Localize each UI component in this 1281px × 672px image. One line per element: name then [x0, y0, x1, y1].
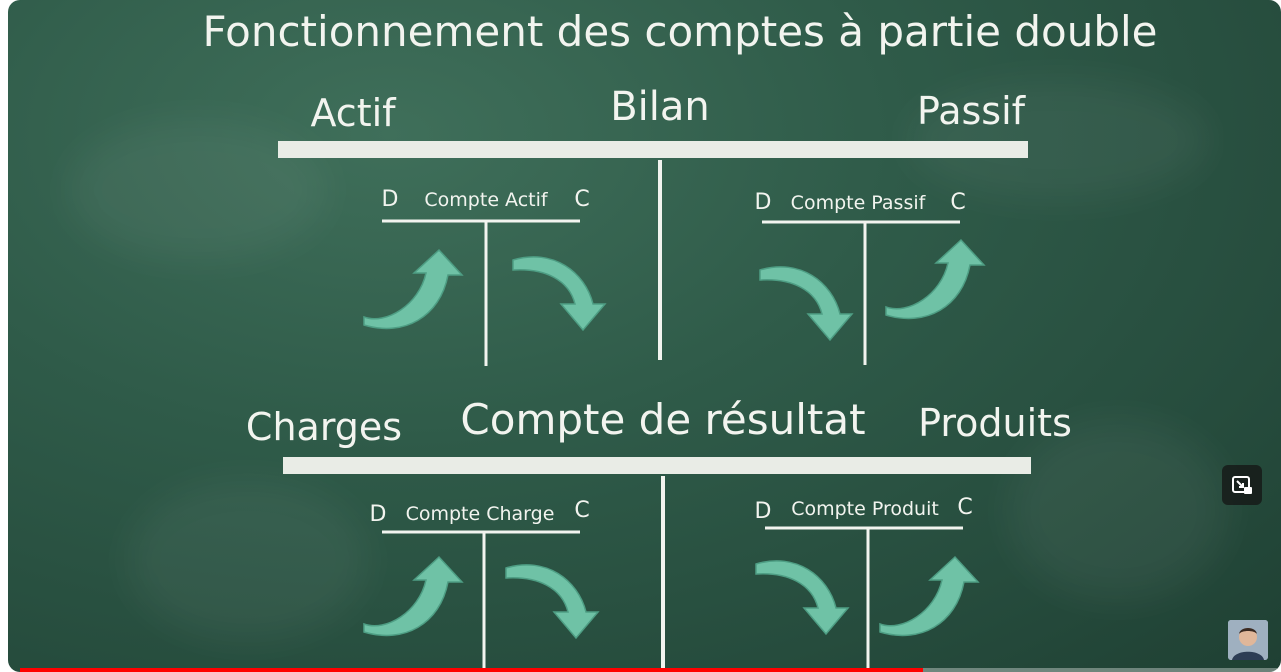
produits-label: Produits [918, 401, 1072, 445]
chalkboard-slide: Fonctionnement des comptes à partie doub… [202, 7, 1158, 672]
produit-debit: D [755, 499, 772, 524]
charge-decrease-arrow-icon [505, 564, 599, 639]
actif-decrease-arrow-icon [512, 256, 606, 331]
bilan-label: Bilan [610, 84, 710, 130]
passif-credit: C [950, 190, 965, 215]
charge-credit: C [574, 498, 589, 523]
actif-debit: D [382, 187, 399, 212]
channel-avatar[interactable] [1228, 620, 1268, 660]
actif-credit: C [574, 187, 589, 212]
passif-decrease-arrow-icon [759, 266, 853, 341]
passif-debit: D [755, 190, 772, 215]
passif-account-name: Compte Passif [791, 192, 927, 214]
picture-in-picture-button[interactable] [1222, 465, 1262, 505]
charge-debit: D [370, 502, 387, 527]
charge-increase-arrow-icon [363, 556, 463, 637]
resultat-bar [283, 457, 1031, 474]
charges-label: Charges [246, 405, 402, 449]
produit-credit: C [957, 495, 972, 520]
produit-account-name: Compte Produit [791, 498, 939, 520]
charge-account-name: Compte Charge [406, 503, 555, 525]
resultat-label: Compte de résultat [460, 395, 865, 444]
progress-played [20, 668, 923, 672]
picture-in-picture-icon [1232, 476, 1252, 494]
progress-bar[interactable] [20, 668, 1277, 672]
passif-label: Passif [917, 89, 1027, 133]
person-avatar-icon [1228, 620, 1268, 660]
bilan-bar [278, 141, 1028, 158]
actif-increase-arrow-icon [363, 249, 463, 330]
slide-title: Fonctionnement des comptes à partie doub… [202, 7, 1157, 56]
produit-decrease-arrow-icon [755, 560, 849, 635]
actif-account-name: Compte Actif [424, 189, 548, 211]
video-player[interactable]: Fonctionnement des comptes à partie doub… [8, 0, 1281, 672]
produit-increase-arrow-icon [879, 556, 979, 637]
actif-label: Actif [310, 91, 397, 135]
passif-increase-arrow-icon [885, 239, 985, 320]
